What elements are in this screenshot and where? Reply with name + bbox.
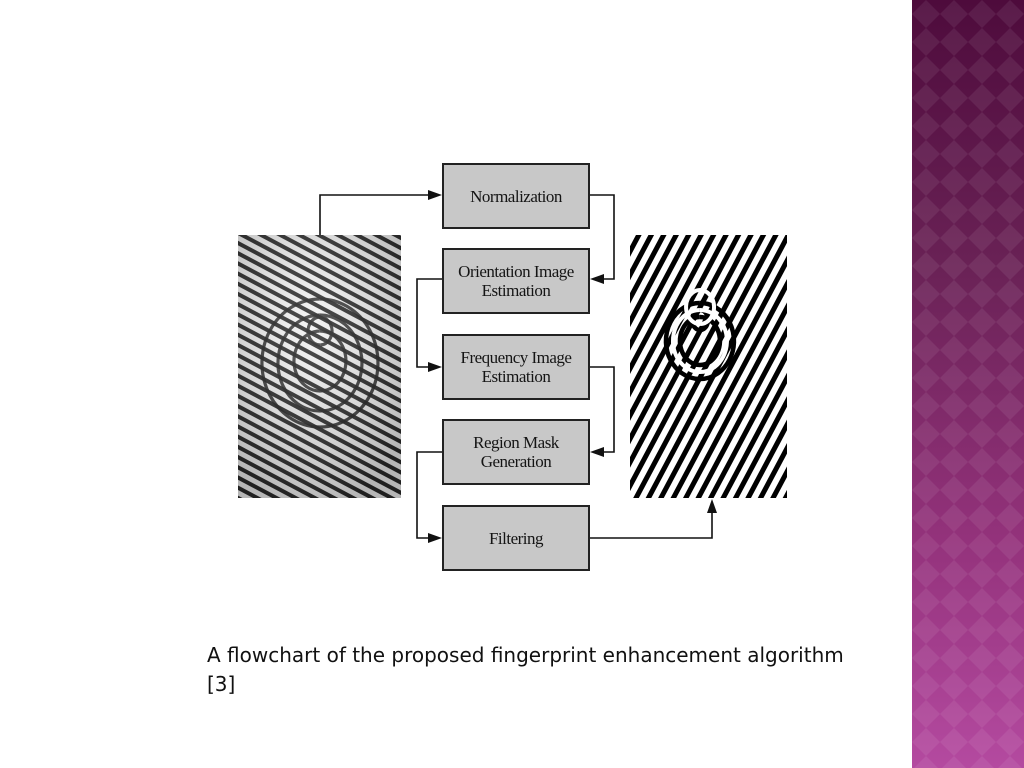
flow-arrowheads <box>428 190 717 543</box>
step-region-mask-generation: Region Mask Generation <box>442 419 590 485</box>
arrowhead-region-mask <box>590 447 604 457</box>
step-filtering: Filtering <box>442 505 590 571</box>
arrowhead-filtering <box>428 533 442 543</box>
connector-orientation-to-frequency <box>416 278 442 368</box>
step-normalization-label: Normalization <box>470 186 562 206</box>
arrowhead-output <box>707 499 717 513</box>
decorative-side-band <box>912 0 1024 768</box>
connector-filtering-to-output <box>590 513 713 539</box>
step-orientation-label-line-2: Estimation <box>481 281 551 300</box>
step-filtering-label: Filtering <box>488 528 544 548</box>
flowchart-graphics <box>238 190 787 543</box>
arrowhead-frequency <box>428 362 442 372</box>
connector-input-to-normalization <box>319 194 430 235</box>
step-frequency-label-line-1: Frequency Image <box>460 348 572 367</box>
step-region-mask-label-line-2: Generation <box>480 452 552 471</box>
step-normalization: Normalization <box>442 163 590 229</box>
side-band-pattern <box>912 0 1024 768</box>
arrowhead-normalization <box>428 190 442 200</box>
step-frequency-image-estimation: Frequency Image Estimation <box>442 334 590 400</box>
fingerprint-enhanced-image <box>630 235 787 498</box>
flowchart-diagram: Normalization Orientation Image Estimati… <box>230 155 800 580</box>
step-region-mask-label-line-1: Region Mask <box>473 433 559 452</box>
connector-frequency-to-region-mask <box>590 366 615 453</box>
step-orientation-image-estimation: Orientation Image Estimation <box>442 248 590 314</box>
figure-caption: A flowchart of the proposed fingerprint … <box>207 643 844 696</box>
fingerprint-input-image <box>238 235 401 498</box>
step-orientation-label-line-1: Orientation Image <box>458 262 574 281</box>
connector-normalization-to-orientation <box>590 194 615 280</box>
step-frequency-label-line-2: Estimation <box>481 367 551 386</box>
connector-region-mask-to-filtering <box>416 451 442 539</box>
arrowhead-orientation <box>590 274 604 284</box>
flow-connectors <box>319 194 713 539</box>
